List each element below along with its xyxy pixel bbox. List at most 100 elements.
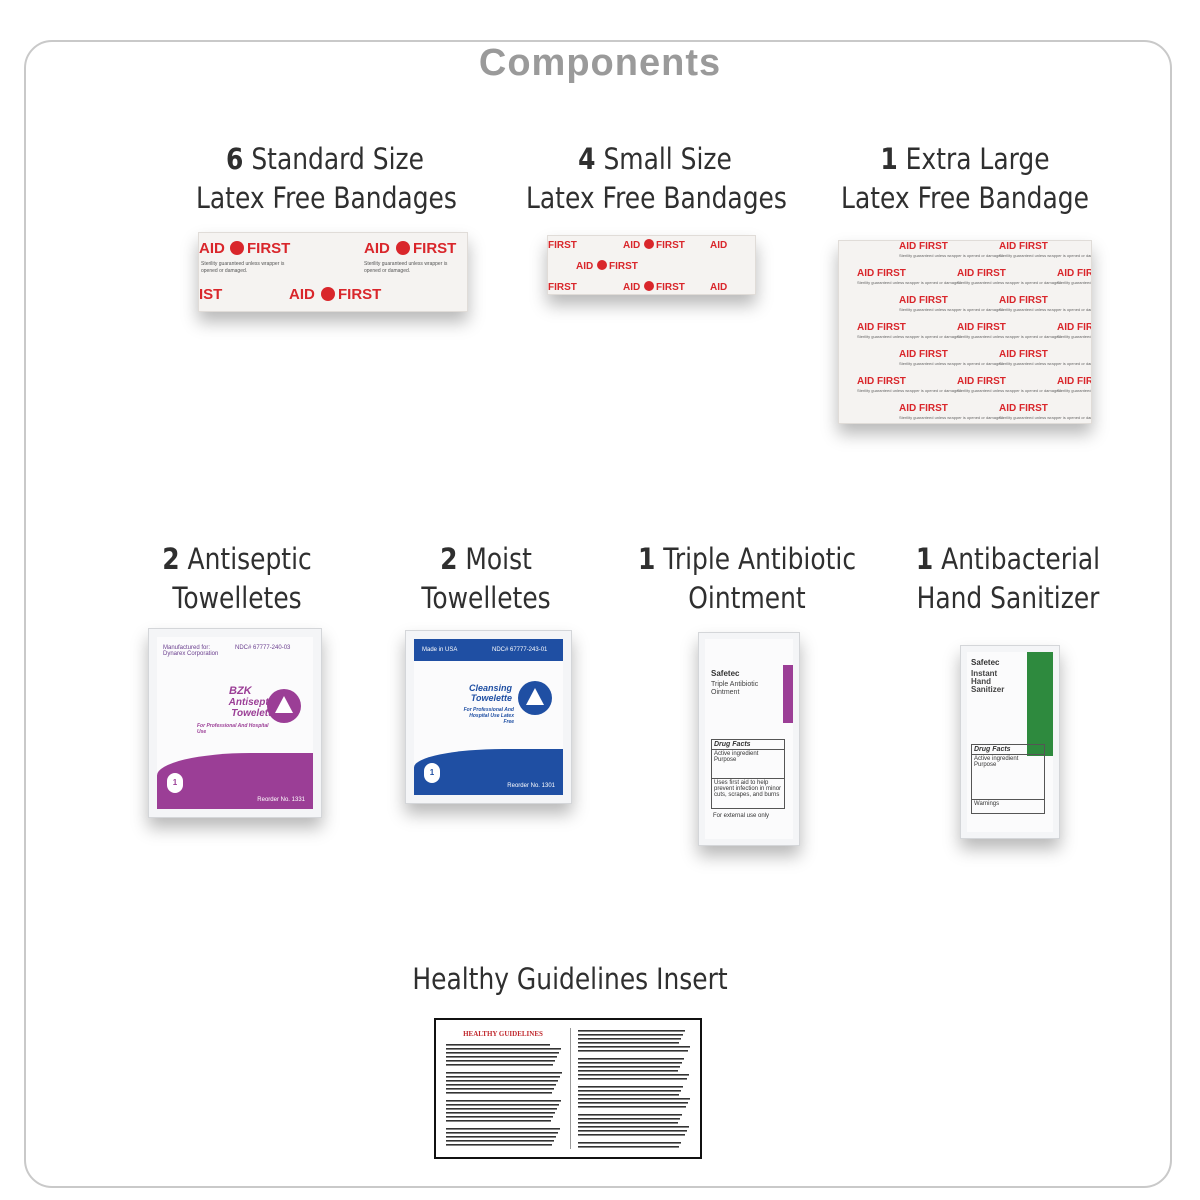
bandage-note-text: Sterility guaranteed unless wrapper is o… [999,307,1091,312]
insert-text-line [578,1130,687,1132]
insert-text-line [446,1072,562,1074]
bandage-brand-text: AID FIRST [957,268,1006,279]
insert-text-line [578,1058,684,1060]
insert-text-line [446,1120,551,1122]
bandage-note-text: Sterility guaranteed unless wrapper is o… [957,334,1062,339]
insert-text-line [446,1048,561,1050]
svg-text:AID: AID [623,240,640,251]
bandage-note-text: Sterility guaranteed unless wrapper is o… [999,415,1091,420]
insert-text-line [446,1044,550,1046]
svg-text:AID: AID [289,286,315,303]
bandage-brand-text: AID FIRST [1057,268,1091,279]
label-antiseptic-towelettes: 2 Antiseptic Towelletes [162,542,312,615]
pad-badge: 1 [424,763,440,783]
svg-text:Sterility guaranteed unless wr: Sterility guaranteed unless wrapper is [201,261,285,267]
bandage-note-text: Sterility guaranteed unless wrapper is o… [957,280,1062,285]
insert-text-line [578,1126,689,1128]
insert-text-line [578,1098,690,1100]
svg-text:AID: AID [364,240,390,257]
svg-text:AID: AID [710,282,727,293]
bandage-brand-text: AID FIRST [957,322,1006,333]
insert-text-line [446,1140,554,1142]
insert-text-line [578,1086,683,1088]
insert-text-line [446,1136,556,1138]
bandage-note-text: Sterility guaranteed unless wrapper is o… [857,280,962,285]
svg-text:AID: AID [623,282,640,293]
insert-text-line [446,1132,558,1134]
svg-text:FIRST: FIRST [247,240,290,257]
insert-text-line [446,1108,557,1110]
insert-text-line [446,1064,553,1066]
svg-text:AID: AID [199,240,225,257]
svg-text:FIRST: FIRST [413,240,456,257]
bandage-brand-text: AID FIRST [899,403,948,414]
insert-text-line [578,1090,681,1092]
bandage-brand-text: AID FIRST [957,376,1006,387]
svg-text:FIRST: FIRST [548,240,577,251]
antiseptic-towelette-image: Manufactured for: Dynarex Corporation ND… [148,628,322,818]
bandage-brand-text: AID FIRST [999,403,1048,414]
svg-text:FIRST: FIRST [656,282,685,293]
triple-antibiotic-image: Safetec Triple Antibiotic Ointment Drug … [698,632,800,846]
card-frame [24,40,1172,1188]
hand-sanitizer-image: Safetec Instant Hand Sanitizer Drug Fact… [960,645,1060,839]
bandage-note-text: Sterility guaranteed unless wrapper is o… [957,388,1062,393]
label-moist-towelettes: 2 Moist Towelletes [421,542,551,615]
insert-text-line [578,1134,685,1136]
label-hand-sanitizer: 1 Antibacterial Hand Sanitizer [915,542,1101,615]
insert-text-line [578,1142,681,1144]
svg-text:opened or damaged.: opened or damaged. [201,268,247,274]
svg-text:FIRST: FIRST [338,286,381,303]
bandage-brand-text: AID FIRST [899,295,948,306]
insert-text-line [446,1080,558,1082]
insert-text-line [446,1056,557,1058]
bandage-note-text: Sterility guaranteed unless wrapper is o… [1057,388,1091,393]
svg-text:opened or damaged.: opened or damaged. [364,268,410,274]
dynarex-logo-icon [518,681,552,715]
svg-text:AID: AID [710,240,727,251]
label-triple-antibiotic: 1 Triple Antibiotic Ointment [637,542,857,615]
moist-towelette-image: Made in USA NDC# 67777-243-01 Cleansing … [405,630,572,804]
insert-text-line [578,1046,690,1048]
insert-text-line [578,1078,687,1080]
insert-text-line [578,1062,682,1064]
insert-text-line [578,1038,681,1040]
insert-text-line [578,1074,689,1076]
bandage-brand-text: AID FIRST [857,322,906,333]
label-small-bandages: 4 Small Size Latex Free Bandages [526,142,787,215]
svg-text:FIRST: FIRST [548,282,577,293]
insert-text-line [578,1106,686,1108]
bandage-note-text: Sterility guaranteed unless wrapper is o… [1057,280,1091,285]
insert-text-line [446,1128,560,1130]
bandage-brand-text: AID FIRST [999,241,1048,252]
insert-text-line [578,1122,678,1124]
insert-text-line [578,1070,678,1072]
insert-text-line [446,1092,552,1094]
insert-text-line [446,1112,555,1114]
bandage-brand-text: AID FIRST [999,349,1048,360]
insert-text-line [446,1060,555,1062]
insert-text-line [446,1104,559,1106]
insert-text-line [446,1088,554,1090]
insert-text-line [578,1050,688,1052]
bandage-note-text: Sterility guaranteed unless wrapper is o… [899,307,1004,312]
insert-text-line [446,1144,552,1146]
insert-text-line [578,1114,682,1116]
bandage-note-text: Sterility guaranteed unless wrapper is o… [1057,334,1091,339]
bandage-note-text: Sterility guaranteed unless wrapper is o… [999,253,1091,258]
bandage-note-text: Sterility guaranteed unless wrapper is o… [857,388,962,393]
insert-text-line [578,1030,685,1032]
insert-text-line [578,1102,688,1104]
bandage-brand-text: AID FIRST [899,241,948,252]
insert-text-line [578,1034,683,1036]
insert-text-line [578,1094,679,1096]
bandage-note-text: Sterility guaranteed unless wrapper is o… [899,253,1004,258]
bandage-brand-text: AID FIRST [857,376,906,387]
insert-text-line [446,1052,559,1054]
svg-text:Sterility guaranteed unless wr: Sterility guaranteed unless wrapper is [364,261,448,267]
insert-text-line [446,1076,560,1078]
bandage-note-text: Sterility guaranteed unless wrapper is o… [899,361,1004,366]
